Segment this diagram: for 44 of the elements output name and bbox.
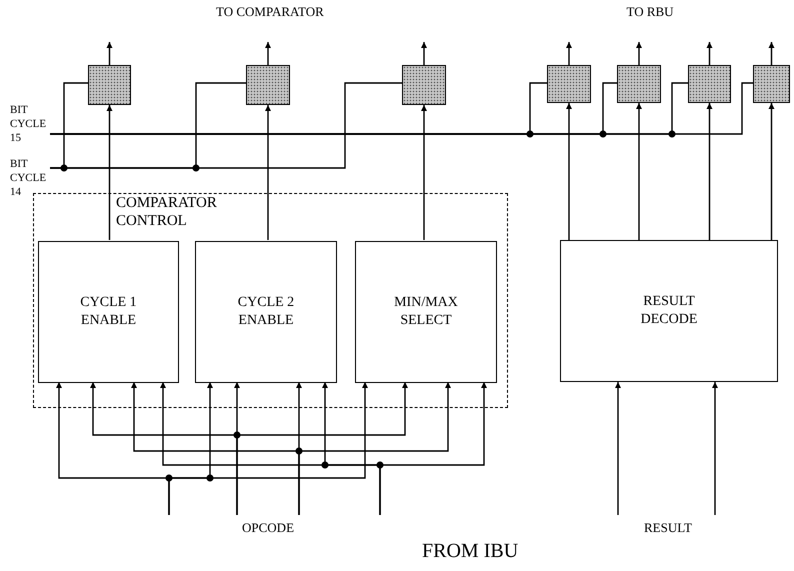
arrow (265, 42, 271, 65)
signal-label: TO COMPARATOR (216, 4, 324, 20)
signal-label: OPCODE (242, 520, 294, 536)
block-label: MIN/MAX SELECT (393, 294, 459, 330)
arrow (421, 42, 427, 65)
block-label: CYCLE 1 ENABLE (79, 294, 138, 330)
logic-block (195, 241, 337, 383)
arrow (615, 382, 621, 515)
arrow (566, 42, 572, 65)
arrow (706, 42, 712, 65)
signal-line (50, 82, 402, 169)
logic-block (560, 240, 778, 382)
signal-label: BIT CYCLE 15 (10, 103, 50, 145)
logic-block (355, 241, 497, 383)
arrow (106, 105, 112, 240)
arrow (265, 105, 271, 240)
block-label: RESULT DECODE (640, 293, 698, 329)
register-box (688, 65, 731, 103)
arrow (379, 382, 487, 515)
register-box (88, 65, 131, 105)
arrow (712, 382, 718, 515)
block-label: CYCLE 2 ENABLE (236, 294, 296, 330)
signal-label: RESULT (644, 520, 692, 536)
register-box (246, 65, 290, 105)
register-box (547, 65, 591, 103)
arrow (636, 103, 642, 240)
arrow (768, 42, 774, 65)
register-box (402, 65, 446, 105)
logic-block (38, 241, 179, 383)
arrow (706, 103, 712, 240)
dashed-group-frame (33, 193, 508, 408)
register-box (617, 65, 661, 103)
source-label: FROM IBU (422, 540, 518, 563)
signal-label: TO RBU (626, 4, 674, 20)
arrow (106, 42, 112, 65)
arrow (421, 105, 427, 240)
register-box (753, 65, 790, 103)
arrow (768, 103, 774, 240)
group-title: COMPARATOR CONTROL (116, 194, 218, 230)
arrow (566, 103, 572, 240)
arrow (636, 42, 642, 65)
arrow (298, 382, 451, 515)
arrow (236, 382, 408, 515)
signal-label: BIT CYCLE 14 (10, 157, 50, 199)
